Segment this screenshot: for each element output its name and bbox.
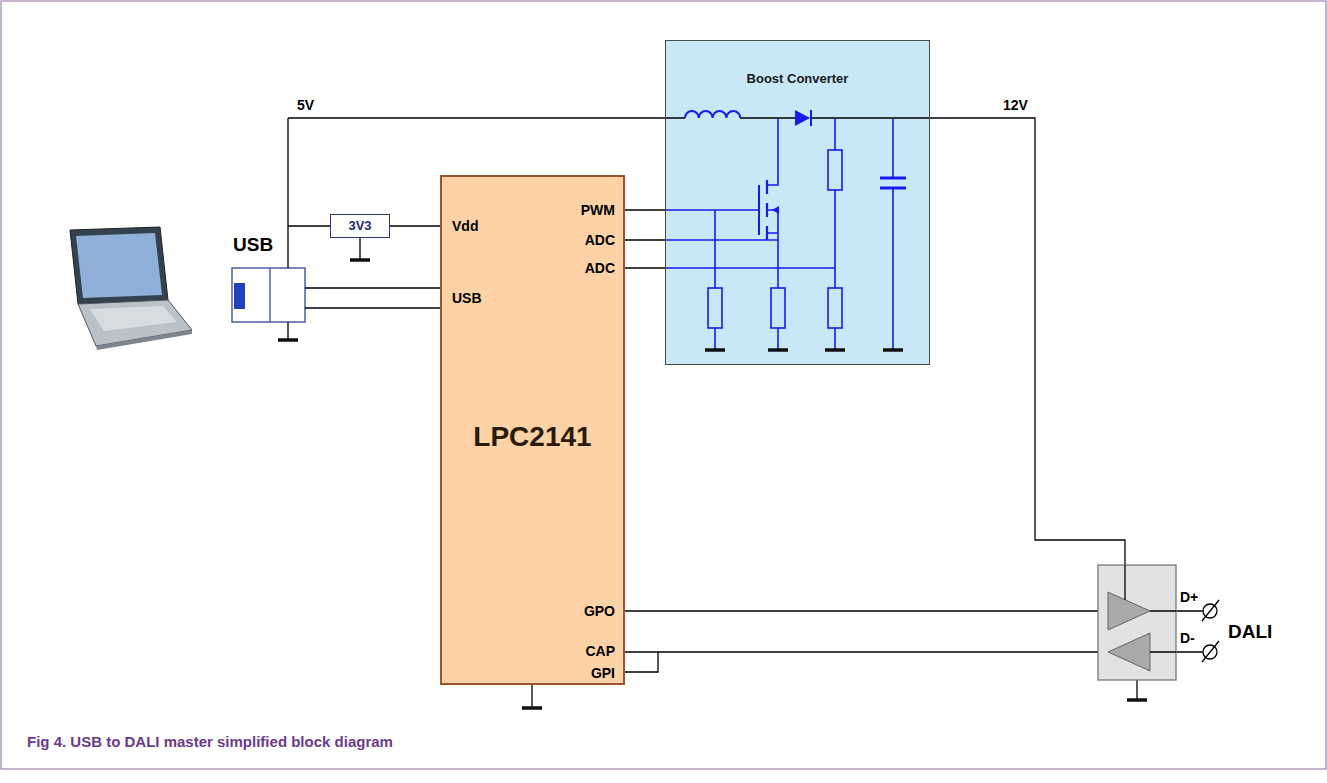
gate-resistor-leads	[714, 210, 716, 350]
voltage-sense-wire	[665, 267, 835, 269]
wire-driver-gnd	[1136, 680, 1137, 700]
regulator-box: 3V3	[330, 214, 390, 238]
signal-wire	[625, 209, 665, 210]
laptop-icon	[70, 227, 192, 350]
capacitor-symbol	[880, 178, 906, 188]
wires	[288, 118, 1203, 708]
signal-label: GPO	[584, 603, 615, 620]
laptop-keyboard	[90, 306, 177, 331]
signal-label: D+	[1180, 589, 1198, 606]
signal-label: PWM	[581, 202, 615, 219]
signal-label: ADC	[585, 260, 615, 277]
mosfet-source	[767, 210, 778, 240]
signal-label: GPI	[591, 665, 615, 682]
usb-plug-tab	[234, 283, 245, 309]
wire-12v	[811, 118, 1125, 600]
wire-usb-dm	[305, 307, 440, 308]
current-sense-wire	[665, 239, 778, 241]
terminal-slash	[1202, 641, 1219, 662]
figure-caption: Fig 4. USB to DALI master simplified blo…	[27, 733, 393, 751]
signal-label: 12V	[1003, 97, 1028, 114]
usb-connector	[232, 268, 305, 322]
signal-label: D-	[1180, 630, 1195, 647]
ground-symbol	[522, 706, 542, 710]
gate-wire	[665, 209, 759, 211]
usb-connector-divider	[269, 268, 271, 322]
transmit-buffer	[1108, 592, 1150, 630]
driver-output-leads	[1150, 611, 1176, 652]
boost-converter-box: Boost Converter	[665, 40, 930, 365]
capacitor-leads	[892, 118, 894, 350]
box-text: Boost Converter	[666, 71, 929, 87]
usb-connector-body	[232, 268, 305, 322]
wire-5v	[288, 117, 685, 118]
signal-label: ADC	[585, 232, 615, 249]
wire-5v-drop	[287, 118, 288, 268]
ground-symbol	[825, 348, 845, 352]
signal-label: USB	[233, 233, 273, 256]
wire-usb-gnd	[287, 322, 288, 340]
signal-label: USB	[452, 290, 482, 307]
ground-symbol	[768, 348, 788, 352]
signal-label: 5V	[297, 97, 314, 114]
laptop-screen	[76, 233, 162, 298]
boost-panel-fill	[665, 40, 930, 365]
signal-label: CAP	[585, 643, 615, 660]
laptop-base	[78, 300, 192, 346]
ground-symbols	[278, 260, 1147, 708]
wire-mcu-gnd	[531, 685, 532, 708]
signal-wire	[625, 239, 665, 240]
diode-bar	[810, 110, 812, 126]
mosfet-arrow	[772, 206, 779, 214]
resistor-symbol	[828, 288, 842, 328]
divider-leads	[834, 118, 836, 350]
resistor-symbol	[828, 150, 842, 190]
wire-switch-node	[740, 117, 795, 118]
ground-symbol	[278, 338, 298, 342]
receive-buffer	[1108, 633, 1150, 671]
mosfet-drain	[767, 118, 778, 185]
signal-wire	[625, 267, 665, 268]
ground-symbol	[1127, 698, 1147, 702]
wire-cap	[625, 651, 1108, 652]
box-text: 3V3	[348, 218, 371, 234]
ground-symbol	[705, 348, 725, 352]
boost-circuit	[665, 111, 906, 350]
signal-label: Vdd	[452, 218, 478, 235]
wire-usb-dp	[305, 287, 440, 288]
wire-reg-in	[288, 225, 330, 226]
diode-symbol	[795, 110, 810, 126]
sense-resistor-leads	[777, 240, 779, 350]
wire-gpo	[625, 610, 1108, 611]
resistor-symbol	[771, 288, 785, 328]
signal-wire	[390, 225, 440, 226]
dali-driver	[1098, 565, 1176, 680]
terminal-slash	[1202, 600, 1219, 621]
ground-symbol	[883, 348, 903, 352]
box-text: LPC2141	[442, 421, 623, 453]
ground-symbol	[350, 258, 370, 262]
wire-reg-gnd	[359, 238, 360, 260]
driver-supply-lead	[1124, 565, 1125, 600]
resistor-symbol	[708, 288, 722, 328]
page-frame	[1, 1, 1326, 769]
laptop-edge	[96, 330, 192, 350]
signal-label: DALI	[1228, 620, 1272, 643]
inductor-symbol	[685, 111, 740, 118]
laptop-lid	[70, 227, 168, 304]
driver-body	[1098, 565, 1176, 680]
wire-gpi	[625, 652, 658, 672]
dali-terminals	[1202, 600, 1219, 662]
